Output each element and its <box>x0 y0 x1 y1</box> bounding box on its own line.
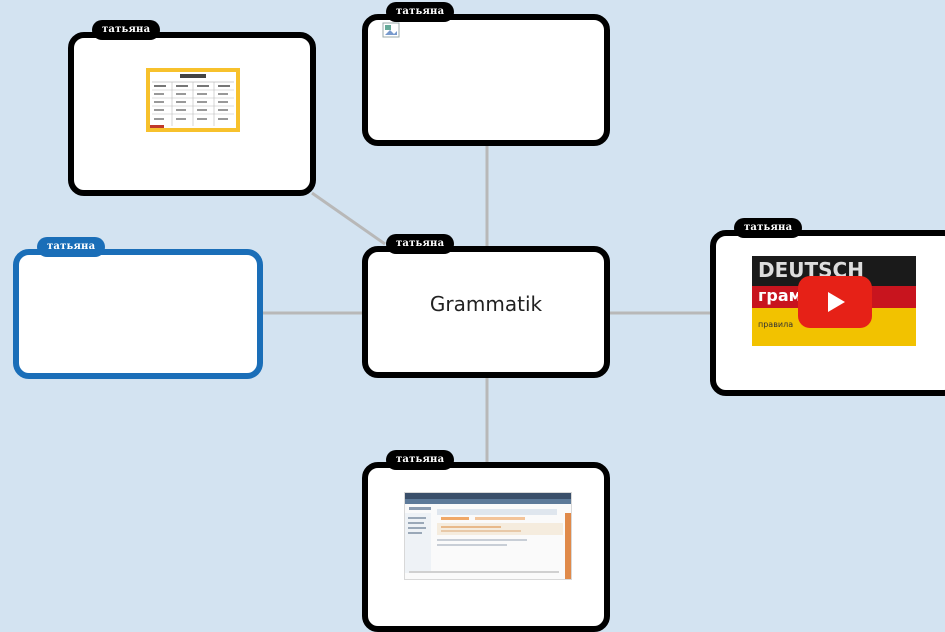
screenshot-thumbnail[interactable] <box>404 492 572 580</box>
author-badge: татьяна <box>92 20 161 40</box>
video-subtitle: грам <box>758 286 802 305</box>
connector-top-left <box>311 191 386 246</box>
node-top-left[interactable]: татьяна <box>68 20 316 196</box>
node-center[interactable]: татьяна Grammatik <box>362 234 610 378</box>
author-badge: татьяна <box>386 450 455 470</box>
node-top[interactable]: татьяна <box>362 2 610 146</box>
node-bottom[interactable]: татьяна <box>362 450 610 632</box>
center-topic-title: Grammatik <box>429 292 543 316</box>
table-thumbnail[interactable] <box>146 68 240 132</box>
author-badge: татьяна <box>386 234 455 254</box>
video-caption: правила <box>758 320 794 329</box>
screenshot-thumbnail-content <box>405 493 571 579</box>
video-thumbnail[interactable]: DEUTSCH грам правила <box>752 256 916 346</box>
author-badge: татьяна <box>734 218 803 238</box>
node-left[interactable]: татьяна <box>13 237 263 379</box>
play-button-icon[interactable] <box>798 276 872 328</box>
play-triangle-icon <box>828 292 845 312</box>
author-badge: татьяна <box>37 237 106 257</box>
broken-image-icon <box>382 22 400 38</box>
table-thumbnail-grid <box>150 74 234 128</box>
author-badge: татьяна <box>386 2 455 22</box>
node-right[interactable]: татьяна DEUTSCH грам правила <box>710 218 945 396</box>
